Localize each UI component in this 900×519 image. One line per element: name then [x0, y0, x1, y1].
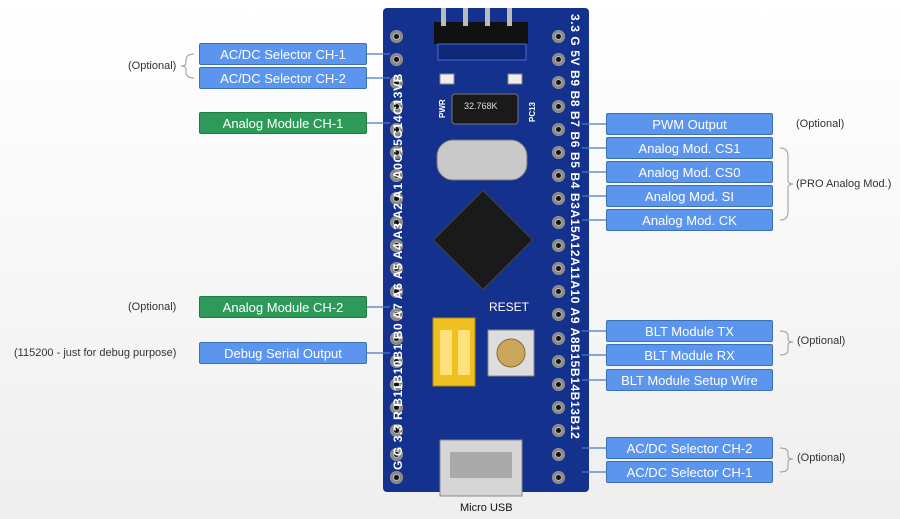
pin-hole-right	[552, 285, 565, 299]
note-debug: (115200 - just for debug purpose)	[14, 347, 177, 359]
pin-hole-right	[552, 169, 565, 183]
pin-hole-left	[390, 122, 403, 136]
pc13-label: PC13	[528, 101, 537, 122]
micro-usb-label: Micro USB	[460, 502, 513, 514]
right-label-analog-ck: Analog Mod. CK	[606, 209, 773, 231]
right-pin-labels: 3.3 G 5V B9 B8 B7 B6 B5 B4 B3A15A12A11A1…	[568, 14, 582, 440]
pin-hole-left	[390, 331, 403, 345]
pin-hole-left	[390, 169, 403, 183]
note-optional-left-selectors: (Optional)	[128, 60, 177, 72]
note-optional-pwm: (Optional)	[796, 118, 845, 130]
crystal-text: 32.768K	[464, 101, 498, 111]
pin-hole-right	[552, 53, 565, 67]
pin-hole-left	[390, 447, 403, 461]
pin-hole-left	[390, 215, 403, 229]
pin-hole-left	[390, 378, 403, 391]
right-label-blt-setup: BLT Module Setup Wire	[606, 369, 773, 391]
left-label-ac-dc-ch1: AC/DC Selector CH-1	[199, 43, 367, 65]
right-label-blt-rx: BLT Module RX	[606, 344, 773, 366]
pin-hole-right	[552, 262, 565, 275]
pin-hole-left	[390, 146, 403, 159]
pin-hole-right	[552, 354, 565, 368]
pin-hole-left	[390, 401, 403, 415]
pin-hole-left	[390, 424, 403, 438]
pin-hole-right	[552, 331, 565, 345]
pin-hole-left	[390, 470, 403, 484]
pin-hole-left	[390, 30, 403, 43]
right-label-pwm-output: PWM Output	[606, 113, 773, 135]
pin-hole-left	[390, 308, 403, 322]
pin-hole-right	[552, 378, 565, 391]
pin-hole-right	[552, 308, 565, 322]
pin-hole-right	[552, 76, 565, 90]
note-optional-analog2: (Optional)	[128, 301, 177, 313]
pin-hole-left	[390, 238, 403, 252]
left-label-ac-dc-ch2: AC/DC Selector CH-2	[199, 67, 367, 89]
pin-hole-left	[390, 285, 403, 299]
note-optional-right-selectors: (Optional)	[797, 452, 846, 464]
right-label-analog-cs0: Analog Mod. CS0	[606, 161, 773, 183]
pin-hole-right	[552, 99, 565, 113]
pin-hole-left	[390, 76, 403, 90]
pin-hole-right	[552, 238, 565, 252]
right-label-analog-cs1: Analog Mod. CS1	[606, 137, 773, 159]
pin-hole-left	[390, 192, 403, 206]
reset-label: RESET	[489, 300, 530, 314]
left-label-analog-ch2: Analog Module CH-2	[199, 296, 367, 318]
pwr-label: PWR	[438, 99, 447, 118]
pin-hole-left	[390, 99, 403, 113]
pin-hole-right	[552, 424, 565, 438]
right-label-blt-tx: BLT Module TX	[606, 320, 773, 342]
pin-hole-right	[552, 401, 565, 415]
pin-hole-left	[390, 262, 403, 275]
left-label-debug-serial: Debug Serial Output	[199, 342, 367, 364]
pin-hole-right	[552, 146, 565, 159]
note-pro-analog: (PRO Analog Mod.)	[796, 178, 892, 190]
left-label-analog-ch1: Analog Module CH-1	[199, 112, 367, 134]
pin-hole-right	[552, 470, 565, 484]
left-pin-labels: G G 3.3 R B11B10B1 B0 A7 A6 A5 A4 A3 A2 …	[391, 73, 405, 470]
right-label-analog-si: Analog Mod. SI	[606, 185, 773, 207]
pin-hole-right	[552, 122, 565, 136]
pin-hole-left	[390, 53, 403, 67]
right-label-ac-dc-ch2: AC/DC Selector CH-2	[606, 437, 773, 459]
pin-hole-left	[390, 354, 403, 368]
right-label-ac-dc-ch1: AC/DC Selector CH-1	[606, 461, 773, 483]
note-optional-blt: (Optional)	[797, 335, 846, 347]
pin-hole-right	[552, 30, 565, 43]
pin-hole-right	[552, 447, 565, 461]
pin-hole-right	[552, 215, 565, 229]
pin-hole-right	[552, 192, 565, 206]
